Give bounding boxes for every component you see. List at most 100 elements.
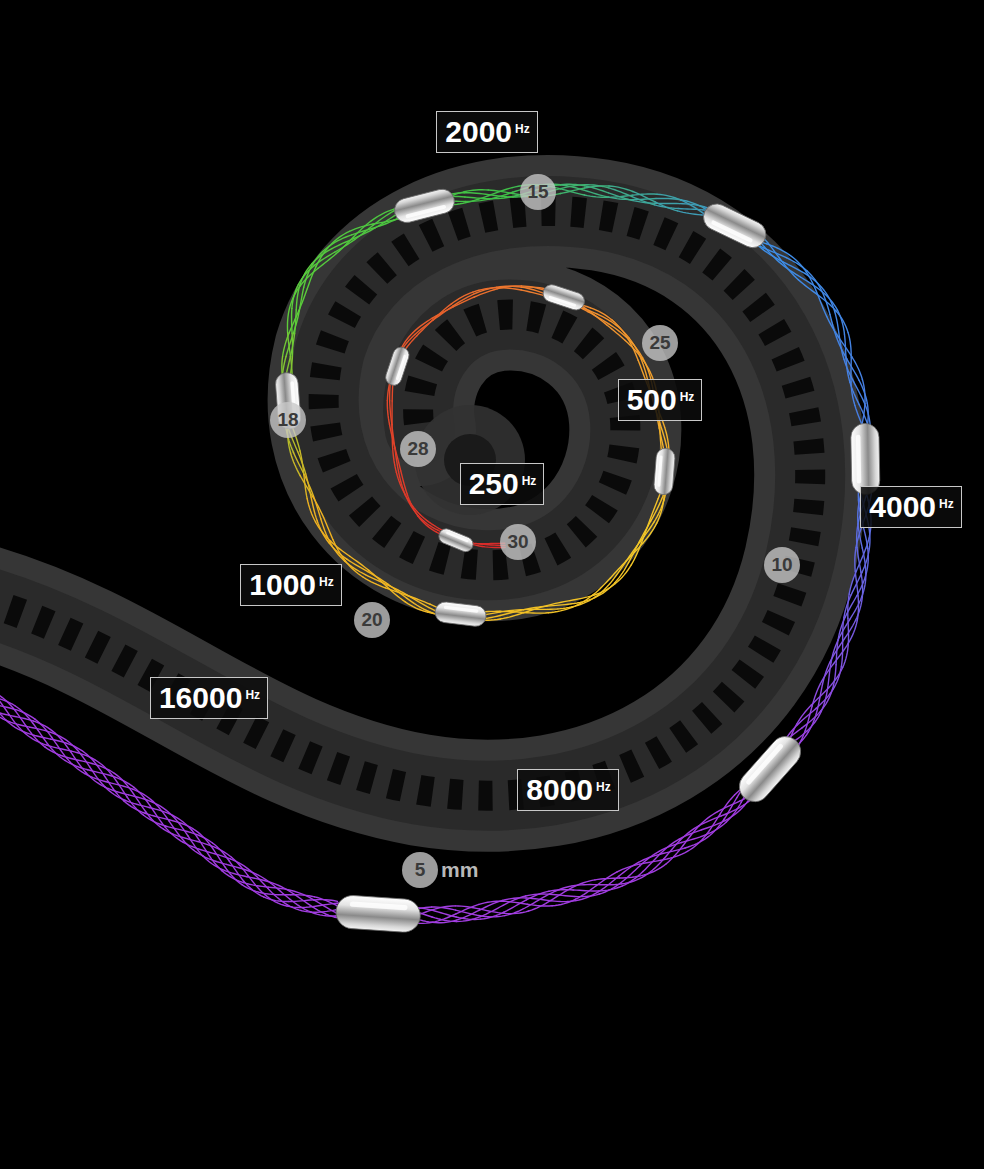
callout-number: 20 [361, 609, 382, 631]
wire-strand [480, 905, 503, 916]
wire-strand [314, 900, 338, 902]
wire-strand [573, 890, 598, 891]
wire-strand [232, 857, 248, 875]
wire-strand [822, 291, 838, 310]
frequency-unit: Hz [939, 497, 954, 511]
wire-strand [184, 841, 203, 856]
wire-strand [432, 907, 456, 910]
wire-strand [349, 224, 373, 231]
depth-marker: 30 [500, 524, 536, 560]
wire-strand [527, 904, 552, 906]
wire-strand [626, 543, 642, 560]
wire-strand [812, 684, 820, 706]
wire-strand [656, 198, 681, 199]
wire-strand [95, 760, 113, 776]
frequency-unit: Hz [245, 688, 260, 702]
wire-strand [526, 898, 551, 901]
wire-strand [373, 219, 397, 224]
marker-circle: 18 [270, 402, 306, 438]
wire-strand [659, 428, 664, 451]
wire-strand [144, 815, 166, 826]
wire-strand [287, 906, 312, 907]
wire-strand [212, 843, 229, 861]
wire-strand [464, 193, 489, 195]
cochlea-inner-rim [0, 211, 810, 796]
wire-strand [311, 910, 336, 913]
wire-strand [838, 619, 850, 640]
electrode-contact [335, 894, 421, 933]
wire-strand [625, 341, 642, 359]
electrode-contact [541, 282, 587, 312]
electrode-contact [699, 200, 770, 252]
wire-strand [576, 885, 597, 899]
wire-strand [599, 876, 619, 891]
frequency-value: 16000 [159, 679, 242, 717]
electrode-contact [434, 601, 487, 627]
wire-strand [307, 267, 316, 289]
wire-strand [390, 425, 395, 448]
wire-strand [25, 734, 46, 746]
contact-highlight [548, 295, 576, 307]
wire-strand [331, 541, 350, 556]
frequency-value: 500 [627, 381, 677, 419]
wire-strand [561, 185, 585, 189]
wire-strand [67, 757, 92, 763]
marker-circle: 25 [642, 325, 678, 361]
contact-body [437, 527, 476, 554]
cochlea-holes [0, 211, 810, 796]
wire-strand [632, 199, 656, 200]
wire-strand [13, 709, 35, 719]
electrode-contact [392, 187, 457, 225]
frequency-label: 16000Hz [150, 677, 268, 719]
wire-strand [153, 802, 169, 821]
wire-strand [639, 860, 664, 865]
wire-strand [405, 602, 427, 612]
wire-strand [609, 188, 632, 197]
contact-highlight [350, 901, 408, 910]
wire-strand [230, 859, 250, 871]
wire-strand [146, 812, 163, 829]
depth-marker: 20 [354, 602, 390, 638]
wire-strand [46, 745, 71, 751]
wire-strand [244, 881, 264, 896]
contact-body [851, 423, 880, 495]
electrode-wires [0, 184, 872, 923]
wire-strand [857, 548, 861, 572]
wire-strand [317, 521, 329, 543]
wire-strand [678, 209, 703, 210]
wire-strand [85, 774, 108, 783]
wire-strand [283, 333, 290, 357]
wire-strand [390, 401, 392, 425]
contact-body [541, 282, 587, 312]
wire-strand [300, 451, 304, 474]
contact-highlight [446, 531, 469, 542]
wire-strand [172, 816, 187, 836]
wire-strand [589, 311, 607, 325]
wire-strand [479, 901, 503, 904]
wire-strand [844, 359, 853, 381]
wire-strand [593, 578, 610, 595]
wire-strand [329, 542, 347, 559]
wire-strand [464, 190, 488, 192]
wire-strand [608, 324, 627, 339]
wire-strand [289, 310, 299, 332]
unit-label: mm [441, 858, 478, 882]
wire-strand [575, 894, 600, 897]
wire-strand [848, 333, 851, 358]
wire-strand [547, 604, 571, 606]
wire-strand [680, 204, 704, 207]
wire-strand [313, 496, 320, 519]
frequency-label: 4000Hz [860, 486, 961, 528]
wire-strand [466, 196, 489, 203]
wire-strand [550, 894, 575, 896]
frequency-value: 1000 [249, 566, 316, 604]
wire-strand [311, 497, 317, 521]
wire-strand [853, 381, 864, 403]
wire-strand [724, 798, 737, 820]
wire-strand [307, 499, 315, 522]
callout-number: 5 [415, 859, 426, 881]
wire-strand [312, 903, 337, 906]
wire-strand [820, 664, 833, 684]
wire-strand [643, 523, 657, 543]
